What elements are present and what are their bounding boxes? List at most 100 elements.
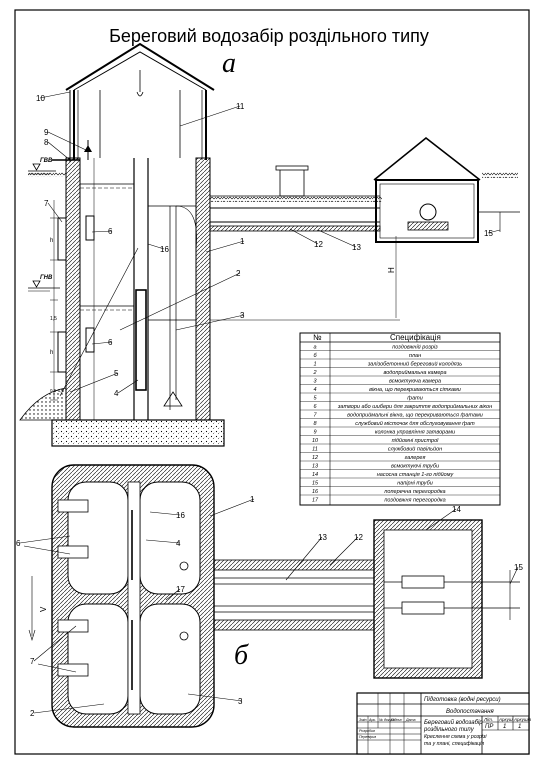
spec-row-name: всмоктуюча камера [389,378,441,384]
callout-leader [149,511,181,516]
callout-leader [23,545,71,555]
spec-row-name: всмоктуючі труби [391,463,439,469]
spec-row-name: насосна станція 1-го підйому [377,471,455,478]
dim-bottom: 0,5-1,5 [50,388,65,393]
pump-unit-2 [401,601,445,615]
gallery-manhole [279,167,305,197]
level-marker-high [32,163,41,171]
callout-label: 6 [108,227,113,236]
callout-leader [145,539,181,544]
callout-leader [187,693,243,702]
sheet-frame [14,9,530,755]
tb-name-2: роздільного типу [423,727,475,733]
callout-leader [33,625,77,662]
spec-header-no: № [313,333,322,342]
drawing-title: Береговий водозабір роздільного типу [109,26,429,46]
suction-bell [163,391,183,407]
spec-row-no: 7 [313,412,317,418]
tb-left-label-5: Дата [405,718,415,722]
plan-window-1 [57,499,89,513]
spec-row-name: водоприймальна камера [383,369,446,376]
callout-leader [205,240,245,253]
spec-row-no: 3 [313,378,317,384]
callout-label: 7 [30,657,35,666]
callout-leader [289,228,319,245]
pump-station-section [375,179,479,243]
intake-window-upper [57,217,67,261]
callout-label: 3 [240,311,245,320]
tb-val-sheets: 1 [518,724,521,730]
callout-leader [425,508,457,531]
dim-gap: 1,5 [50,316,57,322]
transverse-partition [127,481,141,715]
callout-label: 10 [36,94,45,103]
suction-pipe-vertical [169,206,177,410]
tb-col-litera: Літ. [483,717,493,722]
spec-row-no: 9 [313,429,316,435]
spec-row-no: 10 [312,438,319,444]
pipe-opening-lower [179,631,189,641]
spec-row-no: б [313,353,317,359]
callout-label: 4 [176,539,181,548]
tb-role-2: Перевірив [359,735,376,739]
spec-row-name: галерея [405,455,426,461]
spec-row-no: 1 [313,361,316,367]
dim-V: V [39,606,48,612]
section-view-label: а [222,48,236,79]
callout-leader [179,105,241,127]
spec-row-name: залізобетонний береговий колодязь [367,360,462,367]
level-high-label: ГВВ [40,158,53,164]
pump-unit-1 [401,575,445,589]
callout-label: 11 [236,102,245,111]
spec-row-no: 6 [313,404,317,410]
spec-row-name: підйомні пристрої [392,437,439,444]
callout-label: 13 [352,243,361,252]
callout-label: 14 [452,505,461,514]
tb-left-label-1: Змін. [359,718,367,722]
tb-role-1: Розробив [359,729,375,733]
intake-window-lower [57,331,67,373]
dim-h-upper: h [50,238,53,244]
tb-left-label-2: Арк. [368,718,376,722]
pump-icon [419,203,437,221]
callout-label: 17 [176,585,185,594]
level-low-label: ГНВ [40,275,53,281]
callout-leader [69,372,119,393]
spec-row-no: 8 [313,421,317,427]
callout-label: 9 [44,128,49,137]
callout-leader [39,91,71,99]
intake-chamber-upper [67,481,129,595]
level-marker-low [32,280,41,288]
callout-label: 1 [250,495,255,504]
ground-right [210,196,382,202]
spec-row-no: 14 [312,472,318,478]
tb-name-4: та у плані, специфікація [424,741,484,747]
gate-upper [85,215,95,241]
ground-left [28,172,66,177]
callout-leader [285,536,323,581]
dim-H: H [387,267,396,273]
spec-row-no: 16 [312,489,319,495]
callout-label: 13 [318,533,327,542]
callout-leader [147,243,165,250]
tb-subject: Водопостачання [446,709,495,715]
spec-row-no: 13 [312,463,319,469]
spec-row-name: поздовжній розріз [392,343,438,350]
well-wall-right [195,157,211,421]
spec-row-no: 5 [313,395,317,401]
pavilion-roof-inner [73,51,207,91]
callout-leader [175,314,245,331]
spec-row-no: 2 [312,370,316,376]
callout-leader [165,588,181,601]
callout-label: 2 [30,709,35,718]
base-slab [51,419,225,447]
tb-left-label-4: Підпис [391,718,402,722]
spec-row-name: вікна, що перекриваються сітками [369,387,461,393]
spec-row-name: план [409,353,421,359]
tb-val-sheet: 1 [503,724,506,730]
spec-row-name: колонка управління затворами [375,429,455,435]
plan-view-label: б [234,640,249,671]
